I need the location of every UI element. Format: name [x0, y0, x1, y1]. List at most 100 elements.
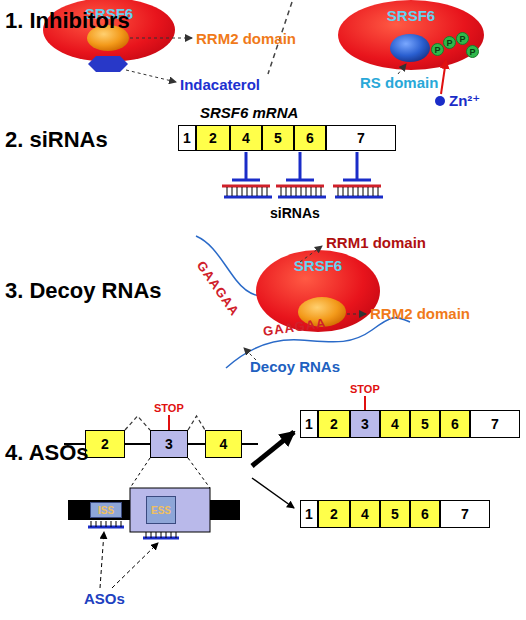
node-text: 1	[183, 130, 191, 146]
node-text: 2	[330, 416, 338, 432]
zoom-line	[188, 458, 210, 488]
splice-arrow-minor	[252, 478, 294, 508]
domain-label: RRM2 domain	[370, 305, 470, 322]
drug-label: Indacaterol	[180, 76, 260, 93]
node-text: 2	[101, 436, 109, 452]
node-text: P	[434, 45, 440, 55]
leader-line	[130, 38, 192, 39]
exon-box: 4	[380, 410, 410, 438]
splice-connector	[188, 416, 205, 430]
phosphate-circle: P	[431, 43, 444, 56]
node-text: 4	[220, 436, 228, 452]
leader-line	[126, 70, 176, 82]
exon-zoom	[130, 488, 210, 532]
node-text: 5	[391, 506, 399, 522]
exon-box: 5	[410, 410, 440, 438]
node-text: 7	[461, 506, 469, 522]
domain-label: RS domain	[360, 74, 438, 91]
node-text: 7	[491, 416, 499, 432]
panel-title: 3. Decoy RNAs	[5, 278, 162, 304]
exon-box: 2	[318, 410, 350, 438]
stop-tick	[168, 415, 170, 430]
exon-box: 4	[205, 430, 242, 458]
stop-exon-box: 3	[150, 430, 188, 458]
node-text: SRSF6	[387, 0, 435, 24]
exon-box: 6	[294, 125, 326, 151]
exon-box: 2	[196, 125, 230, 151]
motif-label: GAAGAA	[262, 315, 327, 339]
zinc-ion	[435, 96, 445, 106]
sirna-label: siRNAs	[270, 205, 320, 221]
node-text: ISS	[98, 505, 114, 516]
node-text: 4	[361, 506, 369, 522]
node-text: 5	[274, 130, 282, 146]
utr-exon-box: 7	[470, 410, 520, 438]
motif-label: GAAGAA	[194, 258, 243, 319]
aso-leader	[112, 543, 158, 588]
node-text: 5	[421, 416, 429, 432]
splice-connector	[125, 416, 150, 430]
phosphate-circle: P	[443, 36, 456, 49]
exon-box: 4	[230, 125, 262, 151]
aso-leader	[100, 532, 104, 588]
panel-title: 1. Inhibitors	[5, 8, 130, 34]
node-text: 2	[209, 130, 217, 146]
node-text: P	[459, 34, 465, 44]
node-text: P	[469, 47, 475, 57]
leader-line	[347, 314, 366, 315]
phosphate-circle: P	[456, 32, 469, 45]
utr-exon-box: 1	[178, 125, 196, 151]
stop-exon-box: 3	[350, 410, 380, 438]
node-text: SRSF6	[294, 250, 342, 274]
domain-label: RRM2 domain	[196, 30, 296, 47]
ion-label: Zn²⁺	[449, 92, 480, 110]
panel-title: 4. ASOs	[5, 440, 89, 466]
stop-tick	[364, 396, 366, 410]
exon-box: 4	[350, 500, 380, 528]
exon-box: 6	[440, 410, 470, 438]
stop-label: STOP	[154, 402, 184, 414]
exon-box: 2	[318, 500, 350, 528]
phosphate-circle: P	[466, 45, 479, 58]
node-text: 1	[305, 416, 313, 432]
node-text: 6	[306, 130, 314, 146]
intron-bar	[68, 500, 130, 520]
stop-label: STOP	[350, 383, 380, 395]
utr-exon-box: 1	[300, 500, 318, 528]
node-text: 1	[305, 506, 313, 522]
domain-label: RRM1 domain	[326, 234, 426, 251]
exon-box: 6	[410, 500, 440, 528]
gene-label: SRSF6 mRNA	[200, 104, 298, 121]
node-text: 3	[165, 436, 173, 452]
node-text: 4	[242, 130, 250, 146]
rs-domain	[390, 34, 430, 62]
decoy-label: Decoy RNAs	[250, 358, 340, 375]
silencer-box: ESS	[146, 496, 176, 524]
aso-label: ASOs	[84, 590, 125, 607]
splice-arrow-major	[252, 432, 294, 466]
exon-box: 5	[262, 125, 294, 151]
node-text: ESS	[151, 505, 171, 516]
silencer-box: ISS	[90, 502, 122, 518]
node-text: 3	[361, 416, 369, 432]
utr-exon-box: 1	[300, 410, 318, 438]
zoom-line	[130, 458, 150, 488]
inhibition-arrow	[441, 60, 446, 94]
intron-bar	[210, 500, 240, 520]
node-text: 2	[330, 506, 338, 522]
sirna-duplex	[222, 186, 383, 197]
panel-title: 2. siRNAs	[5, 127, 108, 153]
utr-exon-box: 7	[326, 125, 396, 151]
utr-exon-box: 7	[440, 500, 490, 528]
leader-line	[300, 246, 322, 262]
node-text: 6	[451, 416, 459, 432]
node-text: 4	[391, 416, 399, 432]
exon-box: 5	[380, 500, 410, 528]
exon-box: 2	[85, 430, 125, 458]
node-text: 6	[421, 506, 429, 522]
node-text: P	[446, 38, 452, 48]
node-text: 7	[357, 130, 365, 146]
sirna-inhibition	[232, 152, 371, 180]
